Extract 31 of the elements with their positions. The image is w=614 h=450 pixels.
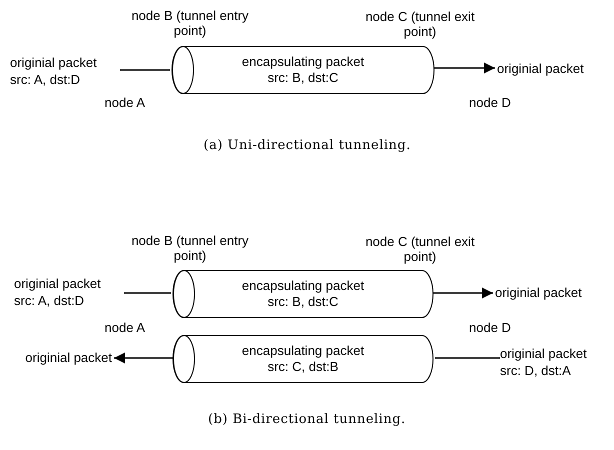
packet-label: originial packet	[500, 346, 587, 362]
packet-text: src: B, dst:C	[268, 70, 338, 86]
node-label: node A	[104, 320, 145, 335]
node-label: node D	[469, 95, 511, 110]
arrow	[114, 352, 173, 364]
packet-label: src: A, dst:D	[14, 293, 84, 309]
figure-caption: (b) Bi-directional tunneling.	[208, 412, 406, 427]
packet-label: originial packet	[497, 61, 584, 77]
packet-text: encapsulating packet	[242, 54, 364, 70]
node-label: node D	[469, 320, 511, 335]
node-label: node B (tunnel entry point)	[130, 233, 250, 263]
node-label: node A	[104, 95, 145, 110]
node-label: node C (tunnel exit point)	[364, 9, 476, 39]
node-label: node B (tunnel entry point)	[130, 8, 250, 38]
node-label: node C (tunnel exit point)	[364, 234, 476, 264]
packet-label: originial packet	[25, 350, 112, 366]
arrow	[434, 62, 495, 74]
packet-text: src: B, dst:C	[268, 294, 338, 310]
connector-line	[120, 69, 170, 71]
packet-label: originial packet	[495, 285, 582, 301]
packet-label: originial packet	[14, 276, 101, 292]
arrow	[433, 288, 493, 298]
packet-text: src: C, dst:B	[268, 359, 338, 375]
connector-line	[124, 292, 171, 294]
packet-label: src: A, dst:D	[10, 72, 80, 88]
packet-label: originial packet	[10, 55, 97, 71]
connector-line	[435, 357, 500, 359]
figure-caption: (a) Uni-directional tunneling.	[204, 138, 411, 153]
packet-text: encapsulating packet	[242, 278, 364, 294]
packet-label: src: D, dst:A	[500, 363, 571, 379]
packet-text: encapsulating packet	[242, 343, 364, 359]
